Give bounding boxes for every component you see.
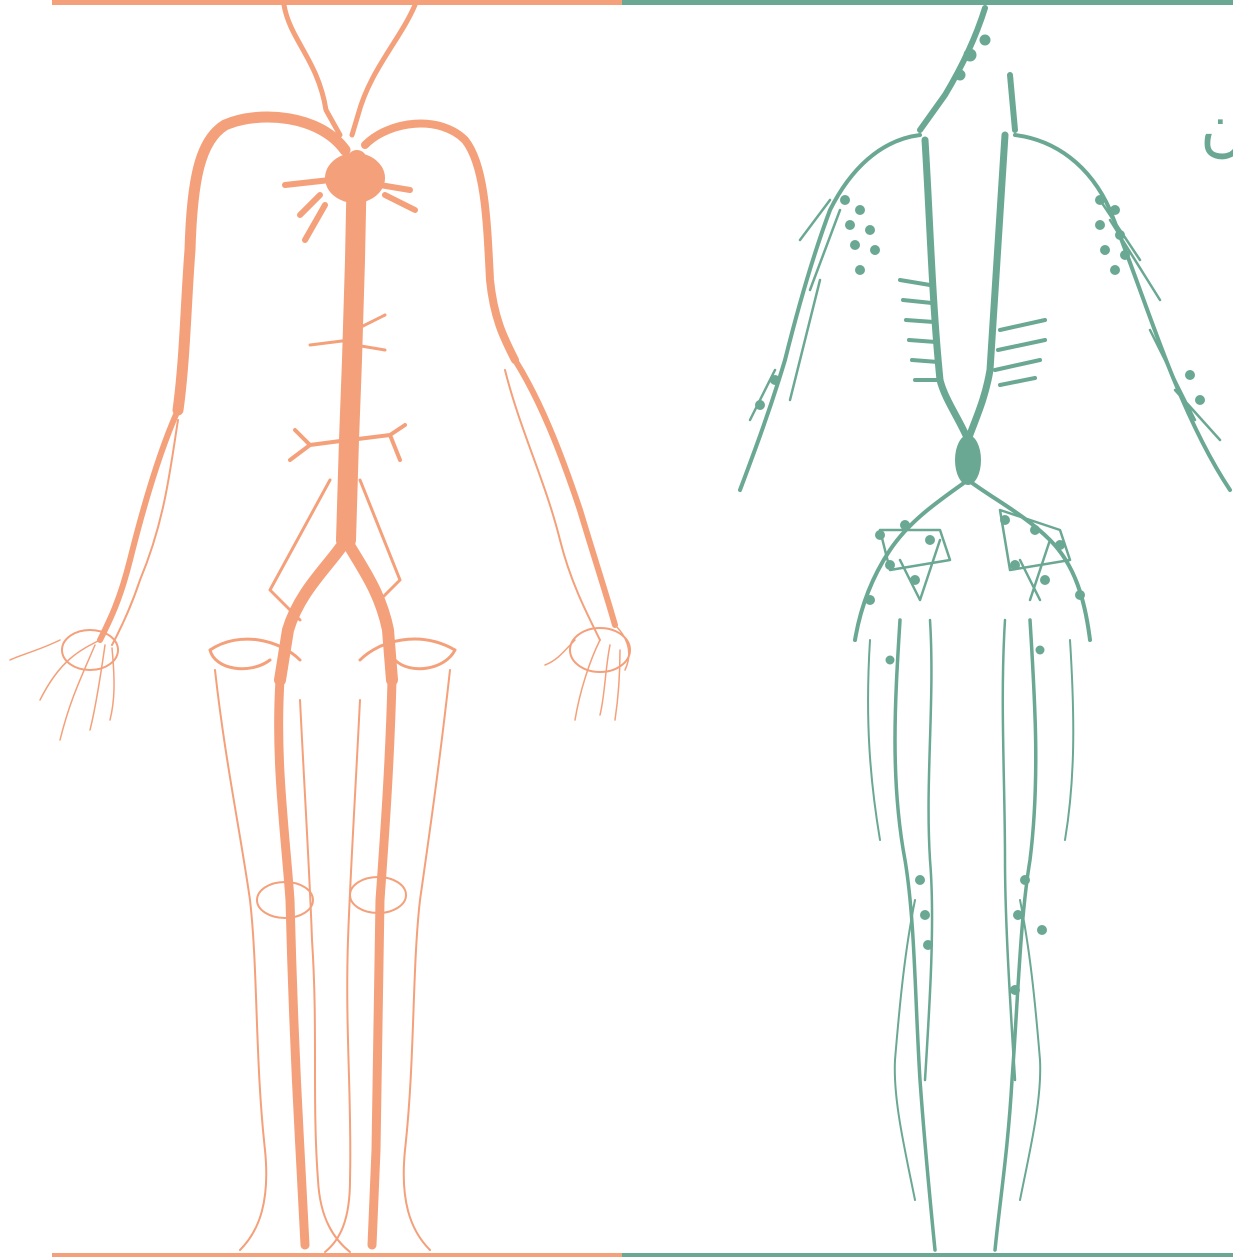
inguinal-lymph-node xyxy=(900,520,910,530)
right-arm-lymph-node xyxy=(1185,370,1195,380)
leg-lymph-node xyxy=(1036,646,1045,655)
thoracic-duct-right xyxy=(968,135,1005,440)
left-arm-lymph-node xyxy=(755,400,765,410)
axillary-lymph-node xyxy=(840,195,850,205)
thoracic-duct-left xyxy=(925,140,968,440)
axillary-lymph-node xyxy=(845,220,855,230)
right-leg-lymph-vessel-medial xyxy=(1003,620,1015,1080)
intercostal-lymph-vessels-right xyxy=(995,320,1045,385)
axillary-lymph-node xyxy=(1120,250,1130,260)
cervical-lymph-node xyxy=(955,70,965,80)
axillary-lymph-node xyxy=(870,245,880,255)
axillary-lymph-node xyxy=(850,240,860,250)
inguinal-lymph-node xyxy=(865,595,875,605)
inguinal-lymph-node xyxy=(1055,540,1065,550)
axillary-lymph-node xyxy=(1110,205,1120,215)
inguinal-lymph-node xyxy=(1040,575,1050,585)
popliteal-lymph-node xyxy=(1037,925,1047,935)
cervical-lymph-node xyxy=(980,35,990,45)
right-inguinal-lymph-network xyxy=(1000,510,1070,600)
left-leg-lymph-vessel xyxy=(895,620,935,1250)
inguinal-lymph-node xyxy=(925,535,935,545)
cervical-lymph-duct xyxy=(920,8,985,130)
axillary-lymph-node xyxy=(1095,220,1105,230)
axillary-lymph-node xyxy=(855,265,865,275)
inguinal-lymph-node xyxy=(1010,560,1020,570)
inguinal-lymph-node xyxy=(885,560,895,570)
cisterna-chyli xyxy=(955,435,981,485)
inguinal-lymph-node xyxy=(1030,525,1040,535)
left-axillary-lymph-vessel xyxy=(740,135,920,490)
axillary-lymph-node xyxy=(1115,230,1125,240)
inguinal-lymph-node xyxy=(875,530,885,540)
left-arm-lymph-branches xyxy=(750,200,840,420)
axillary-lymph-node xyxy=(1100,245,1110,255)
inguinal-lymph-node xyxy=(1075,590,1085,600)
popliteal-lymph-node xyxy=(923,940,933,950)
right-axillary-lymph-vessel xyxy=(1015,135,1230,490)
popliteal-lymph-node xyxy=(920,910,930,920)
popliteal-lymph-node xyxy=(915,875,925,885)
axillary-lymph-node xyxy=(1095,195,1105,205)
left-leg-lymph-branches xyxy=(868,640,915,1200)
inguinal-lymph-node xyxy=(1000,515,1010,525)
axillary-lymph-node xyxy=(865,225,875,235)
left-leg-lymph-vessel-medial xyxy=(925,620,932,1080)
axillary-lymph-node xyxy=(1110,265,1120,275)
right-arm-lymph-node xyxy=(1195,395,1205,405)
inguinal-lymph-node xyxy=(910,575,920,585)
right-iliac-lymph-vessel xyxy=(968,480,1090,640)
cervical-lymph-node xyxy=(964,49,976,61)
leg-lymph-node xyxy=(1010,985,1020,995)
popliteal-lymph-node xyxy=(1020,875,1030,885)
left-arm-lymph-node xyxy=(770,375,780,385)
leg-lymph-node xyxy=(886,656,895,665)
right-lymph-duct xyxy=(1010,75,1015,130)
axillary-lymph-node xyxy=(855,205,865,215)
right-leg-lymph-branches xyxy=(1020,640,1073,1200)
popliteal-lymph-node xyxy=(1013,910,1023,920)
